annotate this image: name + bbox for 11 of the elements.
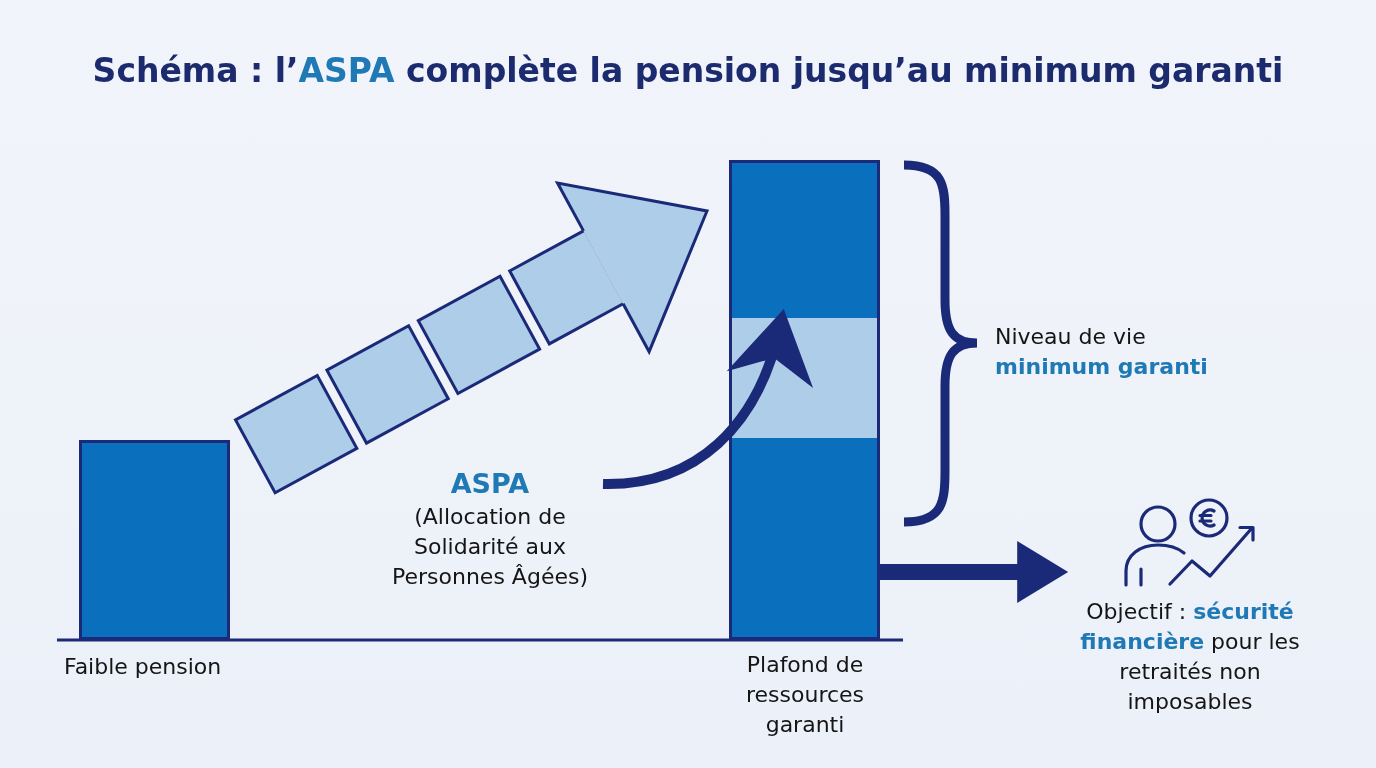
acronym-heading: ASPA xyxy=(450,467,530,501)
bar-caption: Faible pension xyxy=(64,653,222,681)
bar-caption: Plafond de ressources garanti xyxy=(744,651,866,739)
definition-text: (Allocation de Solidarité aux Personnes Âgées) xyxy=(391,503,589,591)
bar xyxy=(79,440,230,640)
bar xyxy=(729,160,880,640)
diagram-title: Schéma : l’ASPA complète la pension jusqu’au minimum garanti xyxy=(92,50,1284,92)
annotation-text: Niveau de vie minimum garanti xyxy=(995,323,1209,381)
curved-arrow xyxy=(602,309,811,489)
objective-text: Objectif : sécurité financière pour les retraités non imposables xyxy=(1079,598,1301,716)
arrow xyxy=(880,541,1069,603)
